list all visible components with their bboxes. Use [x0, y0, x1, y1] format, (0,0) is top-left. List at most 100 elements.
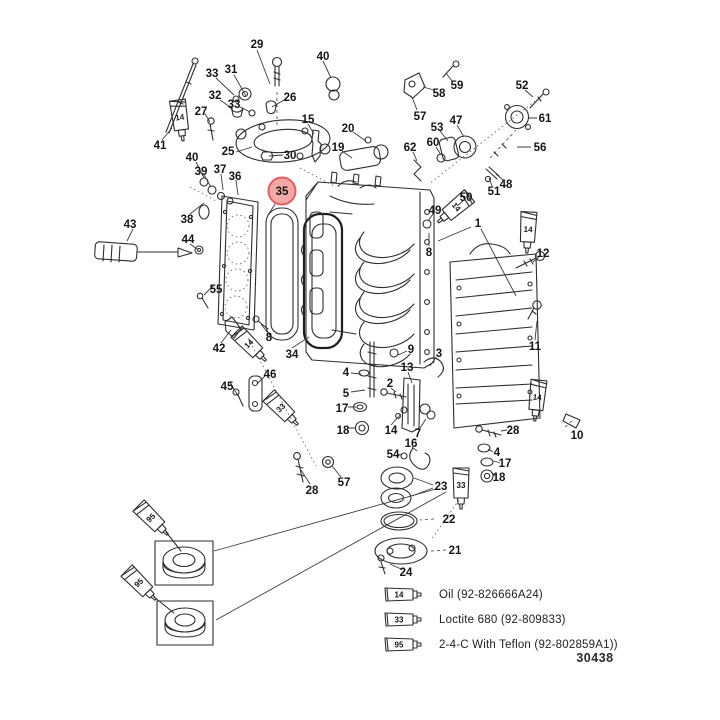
legend-item-24c: 95 2-4-C With Teflon (92-802859A1)): [383, 632, 683, 657]
callout-18[interactable]: 18: [337, 425, 350, 437]
callout-4[interactable]: 4: [343, 367, 350, 379]
oil-tube-icon: 14: [384, 587, 422, 602]
callout-40[interactable]: 40: [186, 152, 199, 164]
crankcase-half-art: [449, 243, 541, 429]
legend-label: 2-4-C With Teflon (92-802859A1)): [439, 638, 618, 651]
bottom-center-parts-art: [293, 341, 502, 575]
callout-44[interactable]: 44: [182, 234, 195, 246]
callout-62[interactable]: 62: [404, 142, 417, 154]
legend-label: Oil (92-826666A24): [439, 588, 543, 601]
callout-30[interactable]: 30: [284, 150, 297, 162]
cylinder-block-art: [305, 171, 435, 369]
svg-text:95: 95: [133, 576, 146, 589]
callout-8[interactable]: 8: [426, 247, 433, 259]
callout-55[interactable]: 55: [210, 284, 223, 296]
callout-9[interactable]: 9: [408, 344, 414, 356]
callout-57[interactable]: 57: [338, 477, 351, 489]
tube-14: 14: [528, 378, 548, 422]
exhaust-gasket-34-art: [300, 212, 344, 350]
callout-14[interactable]: 14: [385, 425, 398, 437]
callout-3[interactable]: 3: [436, 348, 442, 360]
svg-text:14: 14: [532, 393, 542, 403]
svg-text:95: 95: [145, 511, 158, 524]
callout-35[interactable]: 35: [276, 186, 289, 198]
callout-16[interactable]: 16: [405, 438, 418, 450]
callout-43[interactable]: 43: [124, 219, 137, 231]
callout-7[interactable]: 7: [415, 428, 421, 440]
callout-2[interactable]: 2: [387, 378, 393, 390]
callout-17[interactable]: 17: [499, 458, 512, 470]
callout-32[interactable]: 32: [209, 90, 222, 102]
cylinder-head-art: [217, 195, 259, 331]
callout-40[interactable]: 40: [317, 51, 330, 63]
construction-lines-art: [189, 100, 573, 552]
24c-tube-icon: 95: [384, 637, 422, 652]
callout-47[interactable]: 47: [450, 115, 463, 127]
callout-1[interactable]: 1: [475, 218, 482, 230]
callout-22[interactable]: 22: [443, 514, 456, 526]
callout-42[interactable]: 42: [213, 343, 226, 355]
callout-17[interactable]: 17: [336, 403, 349, 415]
callout-52[interactable]: 52: [516, 80, 529, 92]
callout-41[interactable]: 41: [154, 140, 167, 152]
svg-text:14: 14: [395, 591, 404, 600]
callout-48[interactable]: 48: [500, 179, 513, 191]
callout-59[interactable]: 59: [451, 80, 464, 92]
callout-26[interactable]: 26: [284, 92, 297, 104]
callout-54[interactable]: 54: [387, 449, 400, 461]
highlight-circle-35[interactable]: [267, 176, 297, 206]
callout-15[interactable]: 15: [302, 114, 315, 126]
callout-18[interactable]: 18: [493, 472, 506, 484]
callout-61[interactable]: 61: [539, 113, 552, 125]
callout-8[interactable]: 8: [266, 332, 273, 344]
callout-58[interactable]: 58: [433, 88, 446, 100]
callout-29[interactable]: 29: [251, 39, 264, 51]
callout-51[interactable]: 51: [488, 186, 501, 198]
callout-38[interactable]: 38: [181, 214, 194, 226]
callout-31[interactable]: 31: [225, 64, 238, 76]
callout-53[interactable]: 53: [431, 122, 444, 134]
callout-21[interactable]: 21: [449, 545, 462, 557]
tube-33: 33: [452, 467, 470, 510]
seal-detail-boxes-art: [153, 488, 447, 646]
tube-33: 33: [262, 389, 299, 426]
callout-45[interactable]: 45: [221, 381, 234, 393]
callout-25[interactable]: 25: [222, 146, 235, 158]
callout-33[interactable]: 33: [206, 68, 219, 80]
callout-13[interactable]: 13: [401, 362, 414, 374]
callout-33[interactable]: 33: [228, 99, 241, 111]
svg-text:33: 33: [275, 401, 288, 414]
svg-text:33: 33: [395, 616, 404, 625]
callout-36[interactable]: 36: [229, 171, 242, 183]
callout-46[interactable]: 46: [264, 369, 277, 381]
callout-49[interactable]: 49: [429, 205, 442, 217]
callout-28[interactable]: 28: [507, 425, 520, 437]
callout-27[interactable]: 27: [195, 106, 208, 118]
top-cover-art: [207, 56, 331, 163]
callout-39[interactable]: 39: [195, 166, 208, 178]
legend-item-oil: 14 Oil (92-826666A24): [383, 582, 683, 607]
callout-28[interactable]: 28: [306, 485, 319, 497]
callout-10[interactable]: 10: [571, 430, 584, 442]
callout-19[interactable]: 19: [332, 142, 345, 154]
callout-60[interactable]: 60: [427, 137, 440, 149]
callout-20[interactable]: 20: [342, 123, 355, 135]
tube-14: 14: [519, 211, 538, 254]
callout-50[interactable]: 50: [460, 192, 473, 204]
callout-23[interactable]: 23: [435, 481, 448, 493]
callout-4[interactable]: 4: [494, 447, 501, 459]
callout-57[interactable]: 57: [414, 111, 427, 123]
callout-34[interactable]: 34: [286, 349, 299, 361]
callout-12[interactable]: 12: [537, 248, 550, 260]
callout-5[interactable]: 5: [343, 388, 350, 400]
loctite-tube-icon: 33: [384, 612, 422, 627]
callout-37[interactable]: 37: [214, 164, 227, 176]
diagram-number: 30438: [576, 651, 614, 665]
callout-24[interactable]: 24: [400, 567, 413, 579]
callout-11[interactable]: 11: [529, 341, 542, 353]
top-right-parts-art: [311, 60, 581, 429]
callout-56[interactable]: 56: [534, 142, 547, 154]
